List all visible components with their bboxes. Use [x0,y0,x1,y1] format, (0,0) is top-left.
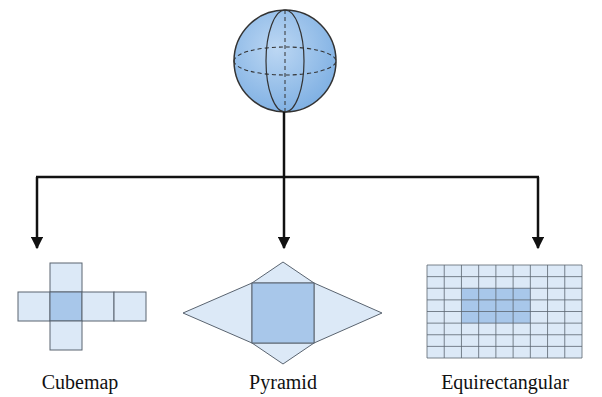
projection-node: Cubemap [10,256,155,396]
projection-node: Equirectangular [422,256,588,396]
projection-node: Pyramid [180,256,386,396]
projection-label: Pyramid [249,370,317,394]
branch-arrows [36,112,539,248]
projection-label: Cubemap [42,370,119,394]
projection-label: Equirectangular [441,370,569,394]
sphere [234,10,336,112]
